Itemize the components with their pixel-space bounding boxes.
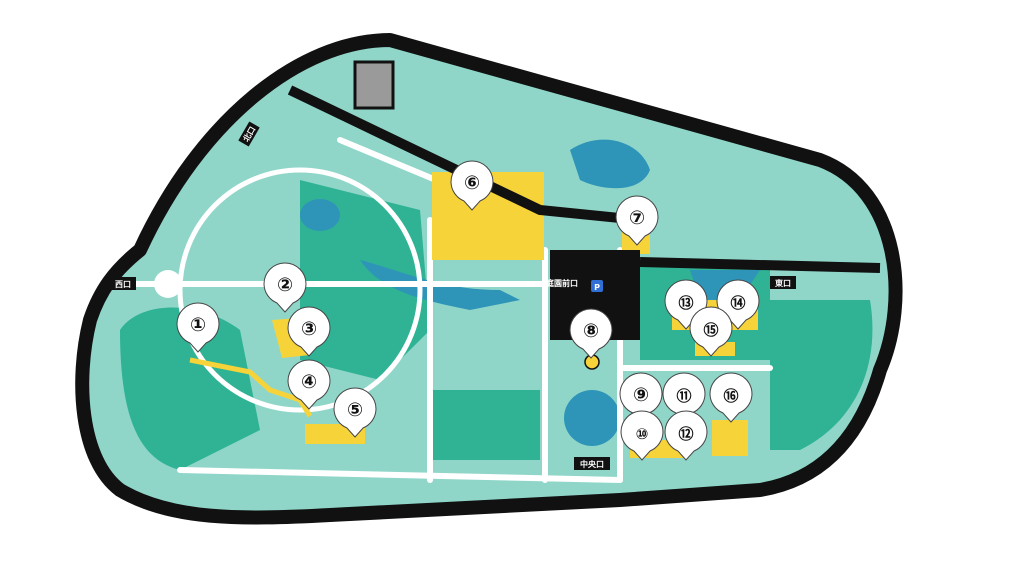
west-plaza bbox=[154, 270, 182, 298]
marker-pin-icon bbox=[619, 372, 663, 423]
east-road bbox=[639, 257, 881, 273]
svg-text:西口: 西口 bbox=[115, 280, 131, 289]
marker-11[interactable]: ⑪ bbox=[662, 372, 706, 423]
marker-label: ⑭ bbox=[730, 294, 745, 312]
marker-pin-icon bbox=[287, 359, 331, 410]
gate-central[interactable]: 中央口 bbox=[574, 457, 610, 470]
marker-3[interactable]: ③ bbox=[287, 306, 331, 357]
marker-label: ⑨ bbox=[633, 384, 649, 406]
parking-label: P bbox=[594, 283, 600, 292]
marker-label: ⑬ bbox=[678, 294, 693, 312]
marker-pin-icon bbox=[664, 410, 708, 461]
marker-label: ① bbox=[190, 314, 206, 336]
marker-5[interactable]: ⑤ bbox=[333, 387, 377, 438]
forest-zone-west bbox=[120, 307, 260, 470]
highlight-area-16 bbox=[712, 420, 748, 456]
marker-8[interactable]: ⑧ bbox=[569, 308, 613, 359]
marker-16[interactable]: ⑯ bbox=[709, 372, 753, 423]
gate-garden-front[interactable]: 庭園前口 bbox=[546, 278, 578, 288]
north-road bbox=[287, 85, 641, 225]
marker-label: ⑫ bbox=[678, 425, 693, 443]
marker-label: ⑦ bbox=[629, 207, 645, 229]
marker-pin-icon bbox=[709, 372, 753, 423]
marker-pin-icon bbox=[176, 302, 220, 353]
marker-10[interactable]: ⑩ bbox=[620, 410, 664, 461]
pond-north bbox=[570, 139, 650, 189]
marker-9[interactable]: ⑨ bbox=[619, 372, 663, 423]
marker-pin-icon bbox=[569, 308, 613, 359]
forest-zone-southeast bbox=[770, 300, 873, 450]
marker-label: ③ bbox=[301, 318, 317, 340]
marker-pin-icon bbox=[450, 160, 494, 211]
marker-label: ⑯ bbox=[723, 387, 738, 405]
marker-pin-icon bbox=[615, 195, 659, 246]
building-garden-front bbox=[550, 250, 640, 340]
marker-15[interactable]: ⑮ bbox=[689, 306, 733, 357]
building-north bbox=[353, 60, 395, 110]
marker-4[interactable]: ④ bbox=[287, 359, 331, 410]
marker-7[interactable]: ⑦ bbox=[615, 195, 659, 246]
marker-label: ⑥ bbox=[464, 172, 480, 194]
forest-zone-south bbox=[430, 390, 540, 460]
gate-east[interactable]: 東口 bbox=[770, 276, 796, 289]
highlight-trail-1-4 bbox=[189, 357, 313, 418]
marker-label: ② bbox=[277, 274, 293, 296]
marker-label: ④ bbox=[301, 371, 317, 393]
svg-text:東口: 東口 bbox=[775, 278, 791, 288]
pond-west bbox=[300, 199, 340, 231]
marker-6[interactable]: ⑥ bbox=[450, 160, 494, 211]
marker-label: ⑤ bbox=[347, 399, 363, 421]
marker-label: ⑪ bbox=[676, 387, 691, 405]
gate-north[interactable]: 北口 bbox=[238, 121, 260, 147]
marker-2[interactable]: ② bbox=[263, 262, 307, 313]
marker-pin-icon bbox=[620, 410, 664, 461]
marker-label: ⑩ bbox=[636, 425, 649, 443]
marker-label: ⑧ bbox=[583, 320, 599, 342]
marker-label: ⑮ bbox=[703, 321, 718, 339]
svg-text:庭園前口: 庭園前口 bbox=[546, 278, 578, 288]
marker-pin-icon bbox=[662, 372, 706, 423]
svg-text:中央口: 中央口 bbox=[580, 459, 604, 469]
gate-west[interactable]: 西口 bbox=[110, 277, 136, 290]
marker-pin-icon bbox=[689, 306, 733, 357]
marker-pin-icon bbox=[287, 306, 331, 357]
marker-12[interactable]: ⑫ bbox=[664, 410, 708, 461]
marker-pin-icon bbox=[333, 387, 377, 438]
marker-pin-icon bbox=[263, 262, 307, 313]
fountain-pond bbox=[564, 390, 620, 446]
marker-1[interactable]: ① bbox=[176, 302, 220, 353]
parking-icon bbox=[591, 280, 603, 292]
forest-zone-center bbox=[300, 180, 430, 380]
